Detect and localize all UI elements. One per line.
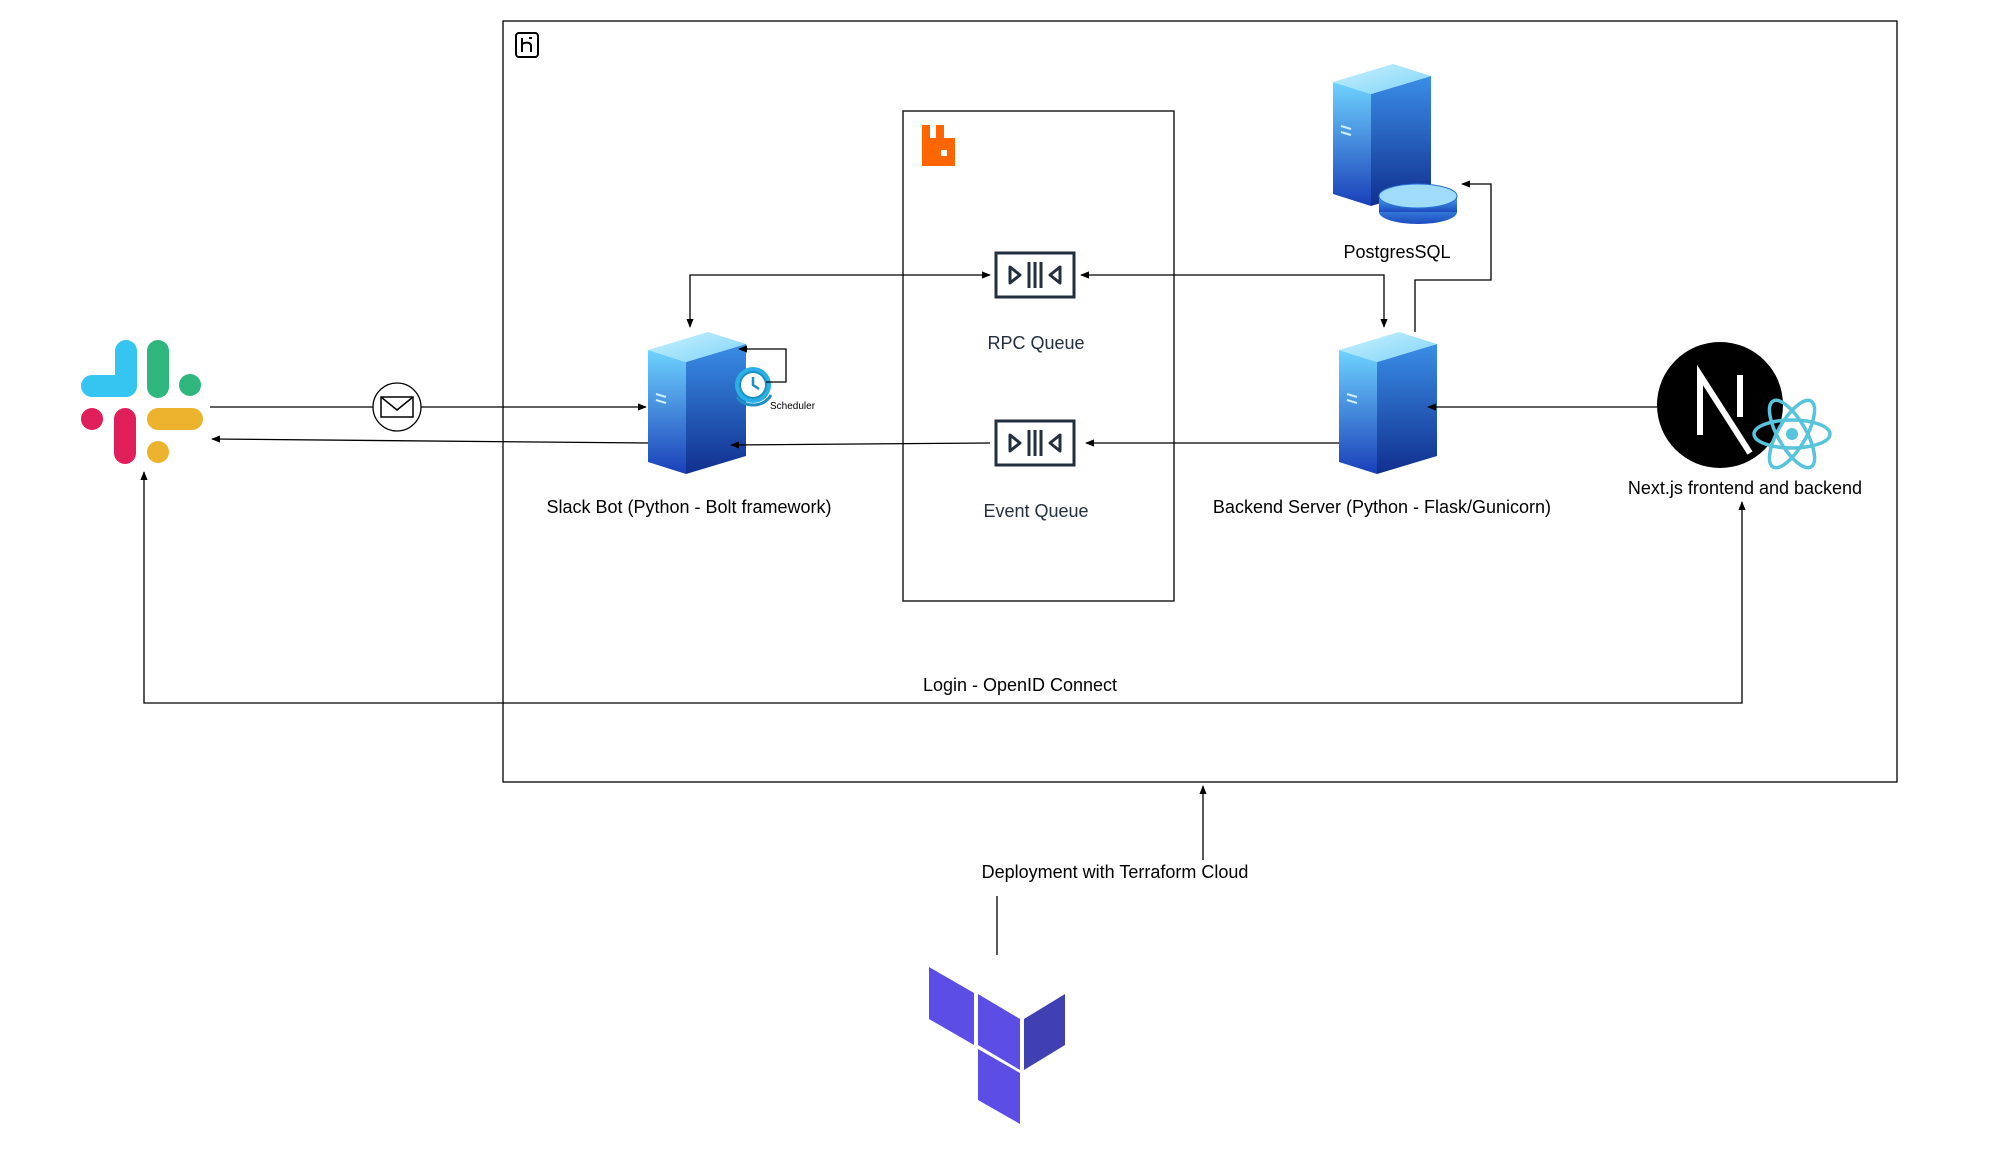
database-server-icon	[1332, 63, 1458, 224]
login-label: Login - OpenID Connect	[923, 675, 1117, 695]
edge-event-bot	[730, 441, 991, 449]
edge-login	[140, 471, 1746, 704]
slack-bot-server-icon	[647, 331, 747, 475]
edge-bot-to-slack	[211, 435, 649, 444]
backend-server-icon	[1338, 331, 1438, 475]
rabbitmq-logo-icon	[922, 125, 955, 166]
edge-scheduler-loop	[738, 345, 787, 383]
nextjs-react-icon	[1657, 342, 1832, 470]
edge-bot-rpc	[686, 271, 991, 328]
nextjs-label: Next.js frontend and backend	[1628, 478, 1862, 498]
heroku-logo-icon	[515, 32, 539, 58]
backend-label: Backend Server (Python - Flask/Gunicorn)	[1213, 497, 1551, 517]
terraform-logo-icon	[929, 967, 1065, 1124]
slack-bot-label: Slack Bot (Python - Bolt framework)	[546, 497, 831, 517]
clock-icon	[735, 367, 773, 407]
rpc-queue-label: RPC Queue	[987, 333, 1084, 353]
envelope-icon	[372, 382, 422, 432]
rpc-queue-icon	[994, 251, 1076, 299]
heroku-boundary	[502, 20, 1898, 783]
edge-backend-postgres	[1414, 180, 1492, 332]
rabbitmq-boundary	[902, 110, 1175, 602]
edge-rpc-backend	[1080, 271, 1388, 328]
postgres-label: PostgresSQL	[1343, 242, 1450, 262]
deployment-label: Deployment with Terraform Cloud	[982, 862, 1249, 882]
event-queue-icon	[994, 419, 1076, 467]
slack-logo-icon	[81, 340, 203, 464]
scheduler-label: Scheduler	[770, 401, 816, 412]
event-queue-label: Event Queue	[983, 501, 1088, 521]
